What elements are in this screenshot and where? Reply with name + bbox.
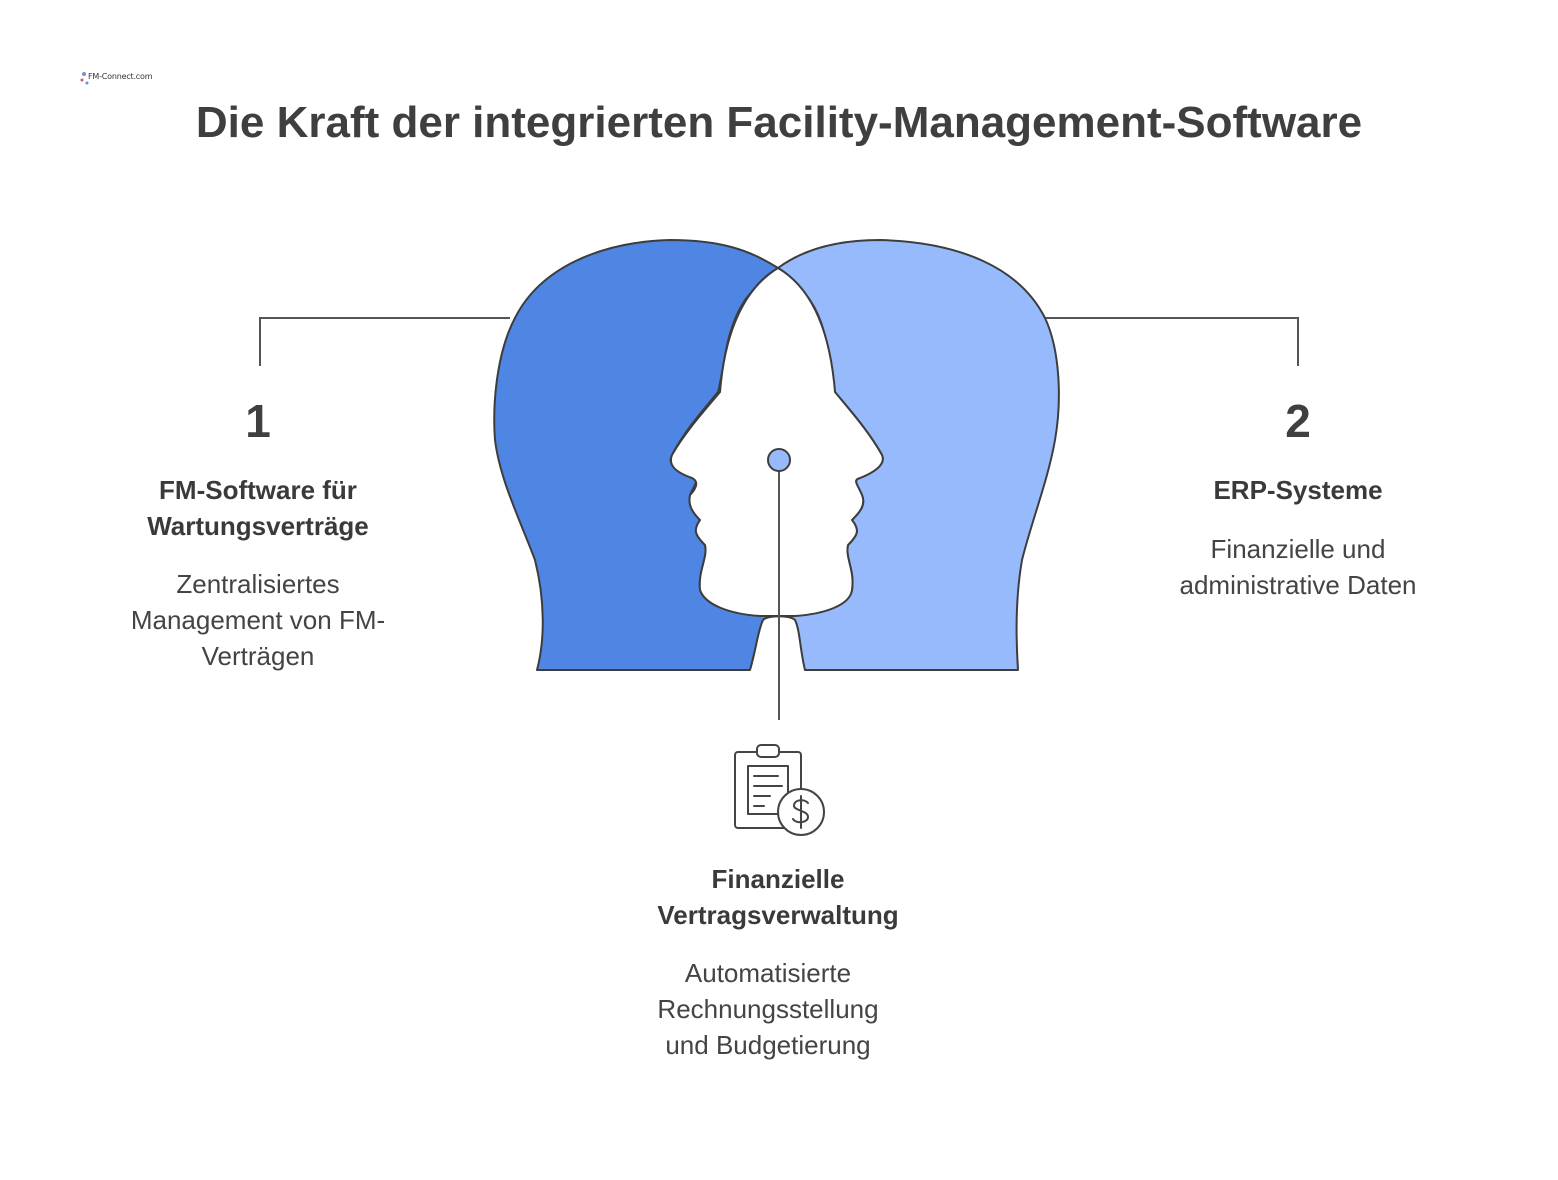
logo [78, 66, 148, 90]
item-3-heading: Finanzielle Vertragsverwaltung [657, 864, 899, 930]
item-2-number: 2 [1285, 395, 1311, 447]
page-title: Die Kraft der integrierten Facility-Mana… [195, 98, 1363, 147]
item-1-description: Zentralisiertes Management von FM- Vertr… [130, 569, 386, 671]
clipboard-dollar-icon [734, 744, 825, 836]
center-node [767, 448, 791, 472]
logo-mark [80, 72, 89, 85]
logo-text: FM-Connect.com [88, 72, 153, 81]
item-1-number: 1 [245, 395, 271, 447]
connector-line-2 [1040, 317, 1299, 366]
item-2-heading: ERP-Systeme [1213, 475, 1383, 505]
item-3-description: Automatisierte Rechnungsstellung und Bud… [657, 958, 879, 1060]
item-1-heading: FM-Software für Wartungsverträge [147, 475, 369, 541]
item-2-description: Finanzielle und administrative Daten [1179, 534, 1417, 600]
connector-line-1 [259, 317, 510, 366]
